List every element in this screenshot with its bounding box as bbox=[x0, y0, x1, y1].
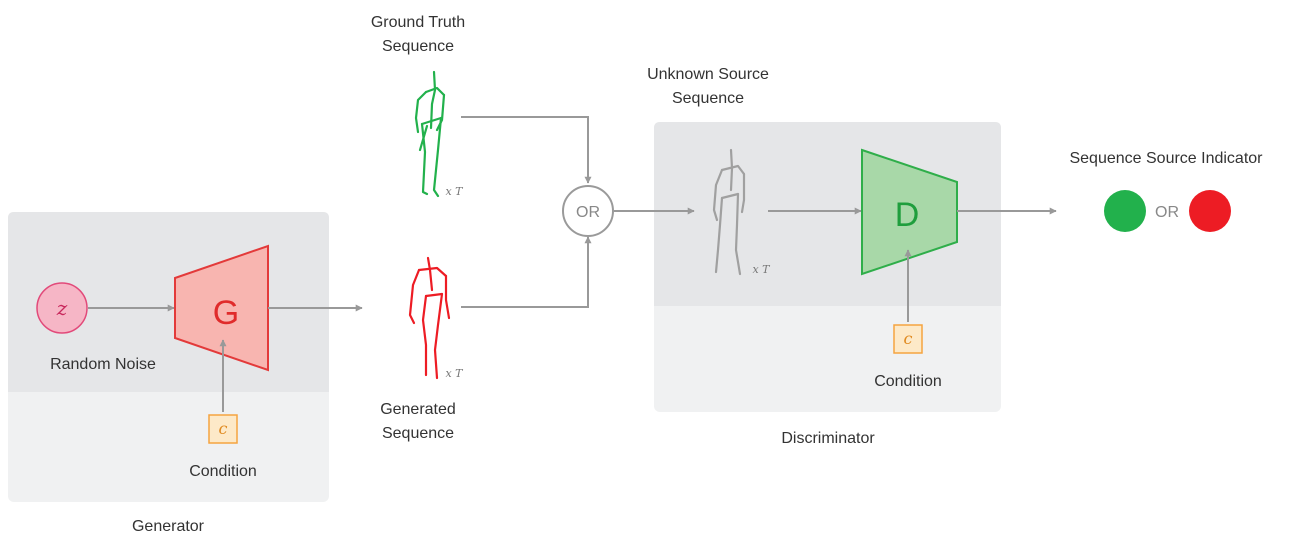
discriminator-title: Discriminator bbox=[781, 430, 875, 447]
discriminator-letter: D bbox=[895, 196, 920, 234]
ground-truth-label-line1: Ground Truth bbox=[371, 14, 465, 31]
discriminator-panel bbox=[654, 122, 1001, 412]
generator-condition-symbol: c bbox=[219, 419, 228, 438]
noise-symbol: z bbox=[56, 296, 68, 320]
arrow-generated-to-or bbox=[461, 236, 592, 308]
discriminator-condition-symbol: c bbox=[904, 329, 913, 348]
noise-label: Random Noise bbox=[50, 356, 156, 373]
ground-truth-skeleton-icon bbox=[414, 70, 446, 198]
discriminator-condition-label: Condition bbox=[874, 373, 942, 390]
generator-letter: G bbox=[213, 294, 239, 332]
unknown-skeleton-icon bbox=[712, 148, 746, 276]
unknown-label-line2: Sequence bbox=[672, 90, 744, 107]
ground-truth-label-line2: Sequence bbox=[382, 38, 454, 55]
discriminator-block bbox=[861, 148, 958, 276]
generated-label-line2: Sequence bbox=[382, 425, 454, 442]
generated-skeleton-icon bbox=[408, 256, 451, 380]
fake-indicator-dot bbox=[1189, 190, 1231, 232]
generated-label-line1: Generated bbox=[380, 401, 456, 418]
unknown-times: x T bbox=[752, 263, 771, 276]
noise-node bbox=[36, 282, 88, 334]
generator-block bbox=[174, 244, 269, 372]
or-node bbox=[562, 185, 614, 237]
unknown-label-line1: Unknown Source bbox=[647, 66, 769, 83]
real-indicator-dot bbox=[1104, 190, 1146, 232]
or-node-label: OR bbox=[576, 204, 600, 221]
generated-times: x T bbox=[445, 367, 464, 380]
generator-title: Generator bbox=[132, 518, 205, 535]
generator-condition-label: Condition bbox=[189, 463, 257, 480]
indicator-or-label: OR bbox=[1155, 204, 1179, 221]
generator-condition-box bbox=[208, 414, 238, 444]
indicator-title: Sequence Source Indicator bbox=[1069, 150, 1263, 167]
arrow-ground-truth-to-or bbox=[461, 116, 592, 184]
discriminator-condition-box bbox=[893, 324, 923, 354]
ground-truth-times: x T bbox=[445, 185, 464, 198]
